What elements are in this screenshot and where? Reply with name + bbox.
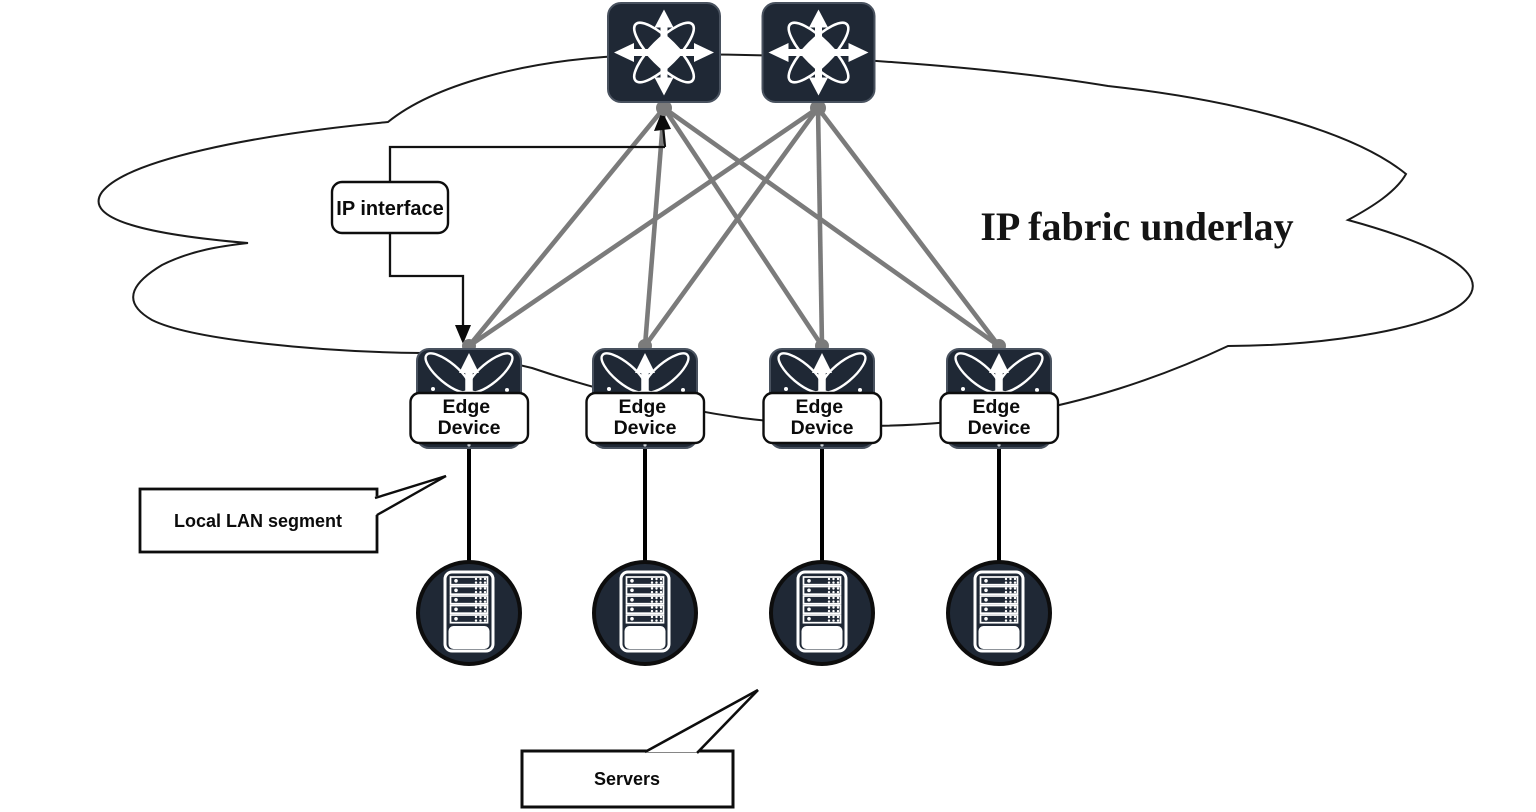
edge-device-1: Edge Device — [409, 347, 530, 448]
ip-interface-connector: IP interface — [330, 111, 671, 344]
edge-server-links — [467, 448, 1001, 566]
link-spine2-edge3 — [815, 107, 825, 347]
link-spine2-edge4 — [816, 106, 1001, 348]
local-lan-segment-label: Local LAN segment — [174, 511, 342, 531]
spine-switch-icon — [608, 3, 720, 102]
spine-switch-1 — [608, 3, 720, 102]
server-icon — [769, 560, 875, 666]
edge-device-label: Edge Device — [438, 396, 501, 439]
edge-device-3: Edge Device — [762, 347, 883, 448]
server-4 — [946, 560, 1052, 666]
ip-interface-label: IP interface — [336, 198, 443, 220]
servers-label: Servers — [594, 769, 660, 789]
link-spine1-edge4 — [662, 106, 1001, 348]
edge-device-label: Edge Device — [968, 396, 1031, 439]
servers-callout: Servers — [520, 688, 759, 809]
server-3 — [769, 560, 875, 666]
edge-device-label: Edge Device — [791, 396, 854, 439]
server-2 — [592, 560, 698, 666]
edge-device-label: Edge Device — [614, 396, 677, 439]
spine-switch-2 — [763, 3, 875, 102]
server-icon — [946, 560, 1052, 666]
edge-device-2: Edge Device — [585, 347, 706, 448]
edge-device-label-box — [939, 391, 1060, 445]
edge-device-4: Edge Device — [939, 347, 1060, 448]
arrowhead-to-edge — [455, 325, 471, 344]
link-spine1-edge3 — [662, 106, 824, 348]
edge-device-label-box — [762, 391, 883, 445]
server-1 — [416, 560, 522, 666]
arrowhead-to-spine — [654, 111, 671, 131]
spine-switch-icon — [763, 3, 875, 102]
spine-edge-links — [467, 106, 1001, 348]
local-lan-segment-callout: Local LAN segment — [138, 474, 447, 554]
link-spine2-edge2 — [643, 106, 820, 348]
server-icon — [592, 560, 698, 666]
edge-device-label-box — [585, 391, 706, 445]
ip-interface-callout — [330, 180, 450, 235]
ip-fabric-underlay-label: IP fabric underlay — [980, 204, 1293, 249]
link-spine2-edge1 — [467, 106, 820, 348]
edge-device-label-box — [409, 391, 530, 445]
server-icon — [416, 560, 522, 666]
